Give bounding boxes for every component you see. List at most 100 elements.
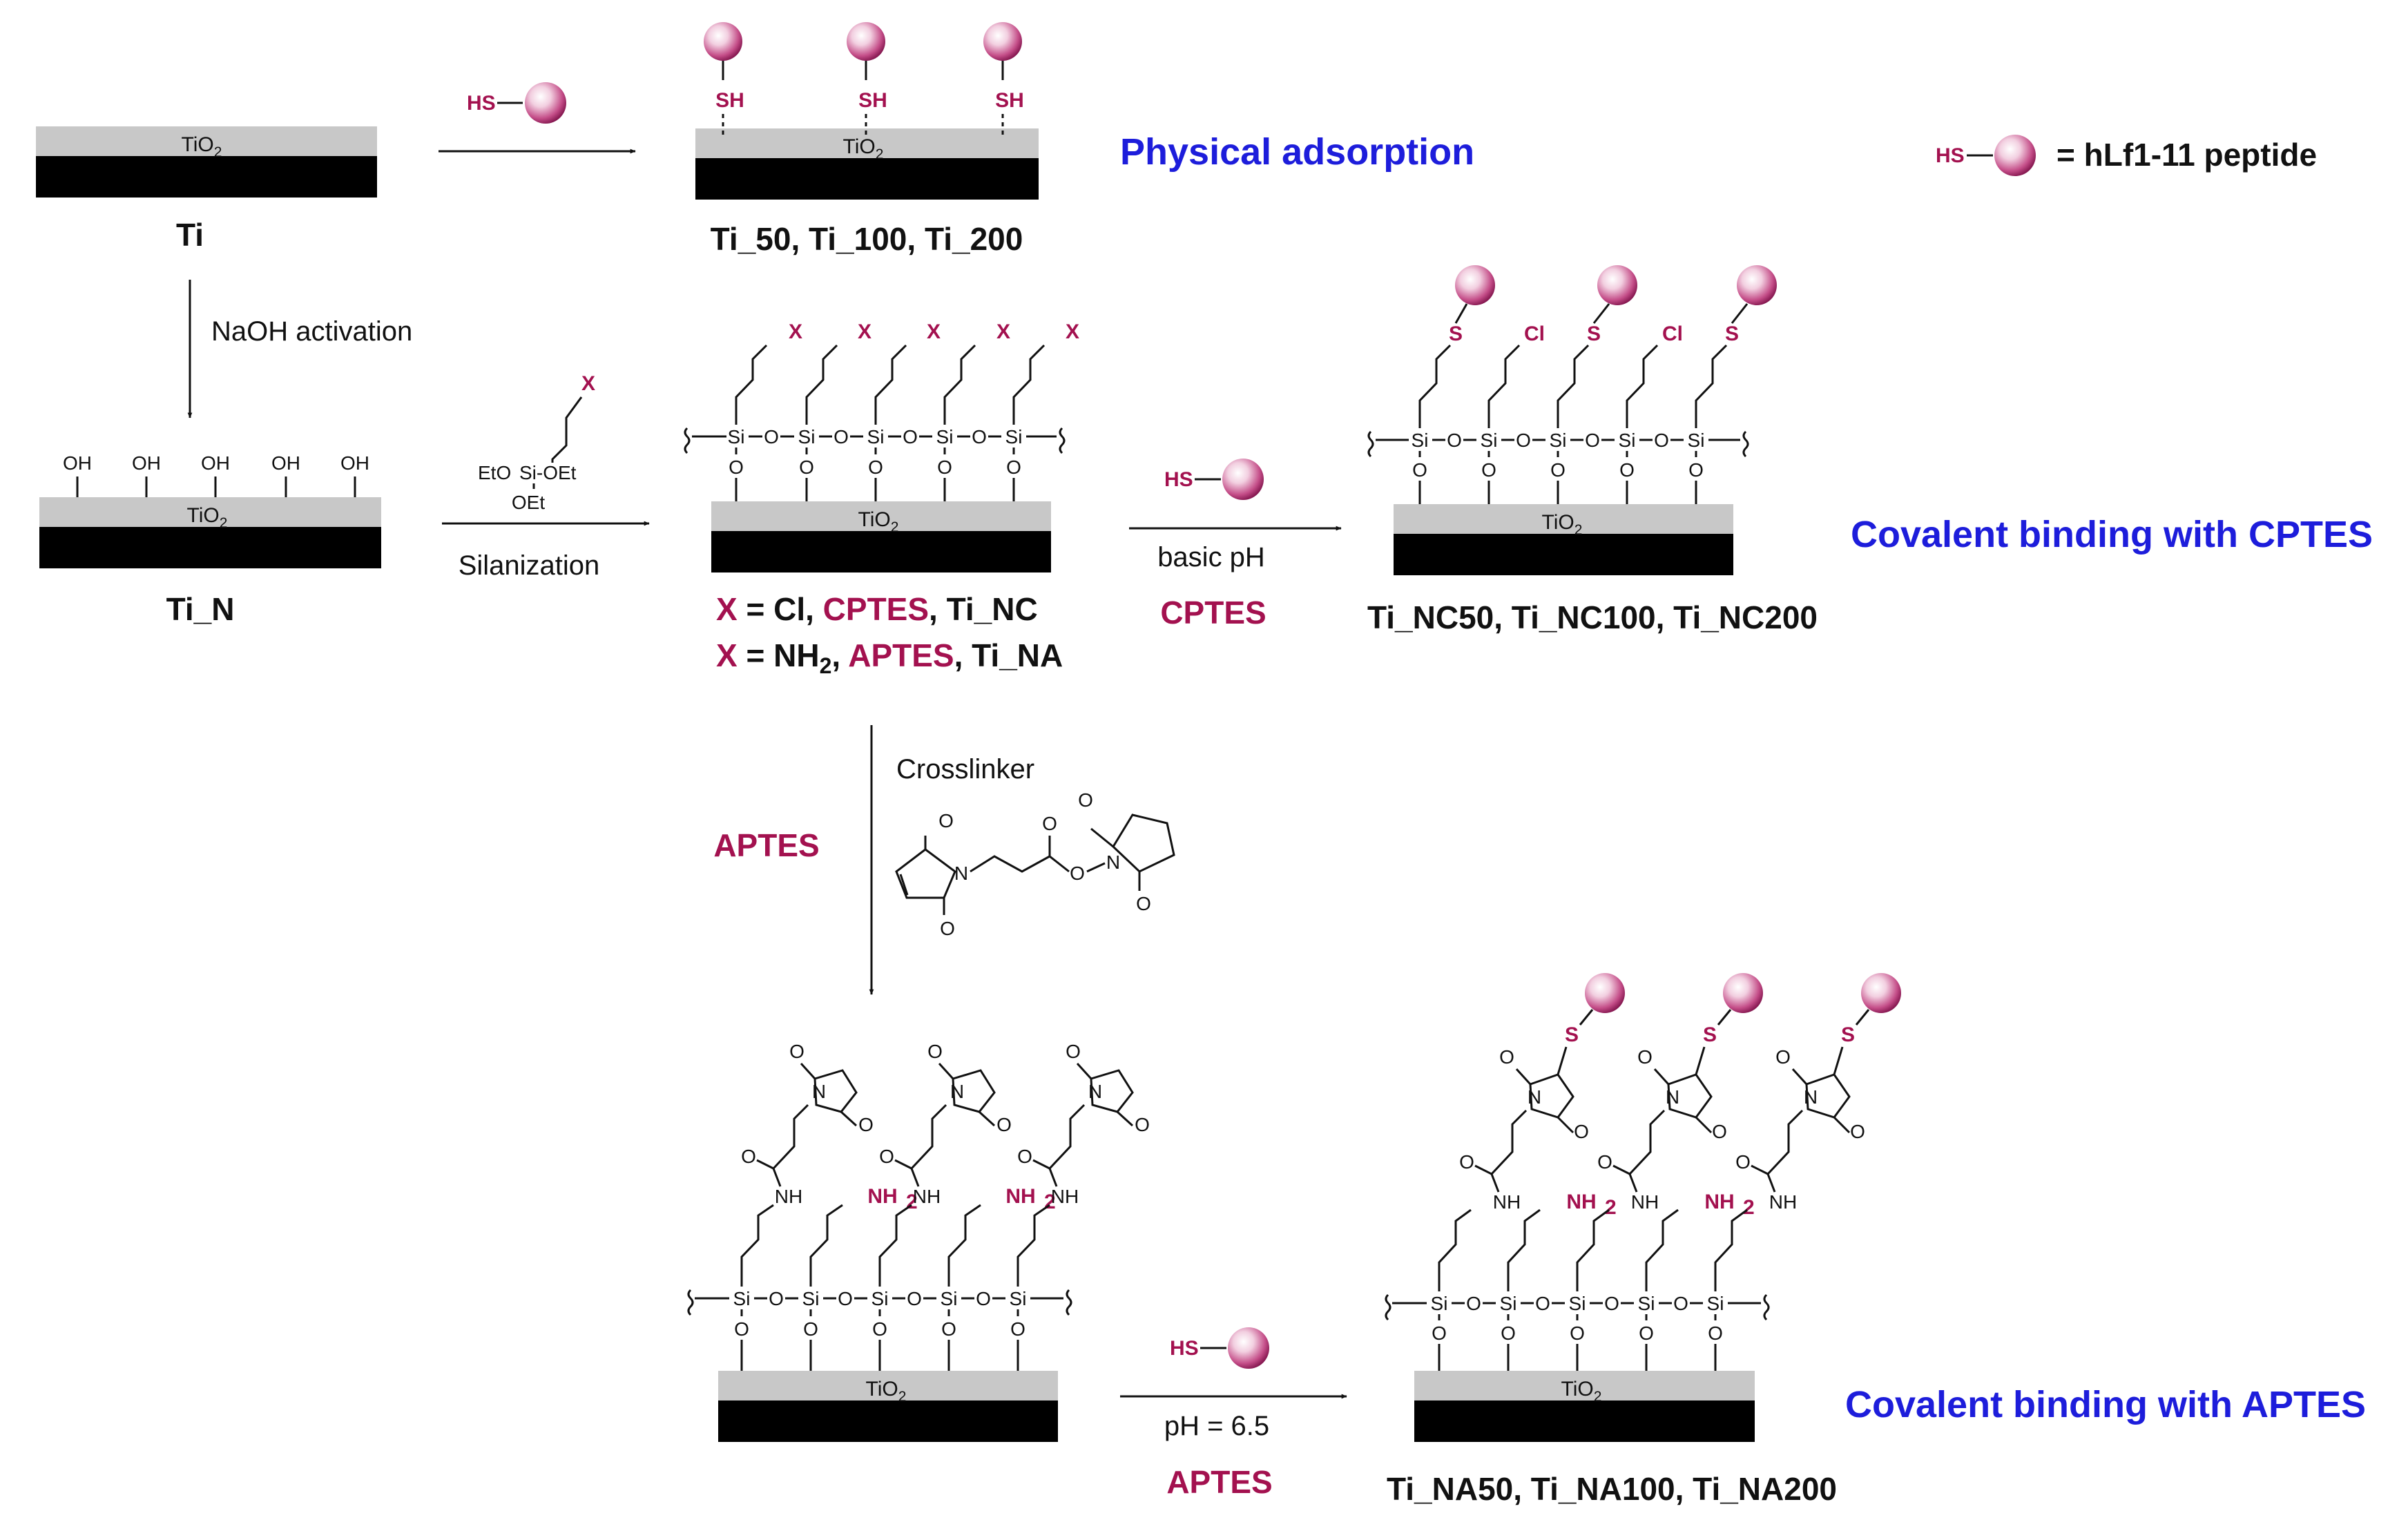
succinimide-peptide-unit-2: NH O N O O S (1597, 973, 1763, 1213)
x-nh2-label: X = NH2, APTES, Ti_NA (716, 637, 1063, 678)
svg-text:O: O (976, 1288, 991, 1309)
svg-text:O: O (1535, 1293, 1550, 1314)
physical-adsorption-title: Physical adsorption (1120, 131, 1474, 173)
svg-text:Si: Si (1005, 426, 1023, 447)
svg-text:O: O (872, 1318, 887, 1340)
cptes-product-surface: TiO2 (1394, 504, 1733, 575)
svg-text:O: O (1066, 1041, 1081, 1062)
svg-text:S: S (1587, 323, 1601, 345)
svg-text:HS: HS (1936, 144, 1965, 167)
svg-text:Si: Si (1431, 1293, 1448, 1314)
svg-text:O: O (858, 1114, 874, 1135)
svg-text:O: O (903, 426, 918, 447)
svg-text:O: O (789, 1041, 805, 1062)
svg-text:S: S (1565, 1023, 1579, 1046)
svg-text:O: O (1459, 1151, 1474, 1173)
tio2-label: TiO2 (858, 508, 899, 535)
anchor-oxygens: O O O O O (1432, 1314, 1723, 1371)
svg-text:OEt: OEt (512, 492, 545, 513)
svg-text:N: N (1666, 1086, 1679, 1108)
svg-text:O: O (938, 810, 954, 831)
svg-text:O: O (937, 456, 952, 478)
hs-peptide-reagent-2: HS (1164, 459, 1264, 500)
svg-text:HS: HS (467, 92, 496, 115)
svg-text:O: O (1412, 459, 1427, 481)
svg-text:NH: NH (867, 1185, 897, 1208)
svg-text:Si: Si (936, 426, 954, 447)
svg-text:NH: NH (775, 1186, 802, 1207)
physical-adsorption-surface: TiO2 (695, 128, 1039, 200)
svg-text:O: O (741, 1146, 756, 1167)
svg-text:O: O (868, 456, 883, 478)
svg-text:SH: SH (715, 89, 744, 112)
svg-text:O: O (1017, 1146, 1032, 1167)
physical-samples-label: Ti_50, Ti_100, Ti_200 (711, 221, 1023, 257)
svg-text:Si: Si (1010, 1288, 1027, 1309)
svg-text:Si: Si (941, 1288, 958, 1309)
svg-text:X: X (927, 320, 941, 343)
svg-text:O: O (1042, 813, 1057, 834)
svg-text:O: O (1735, 1151, 1751, 1173)
hs-peptide-reagent-3: HS (1170, 1327, 1269, 1369)
svg-text:NH: NH (1493, 1191, 1521, 1213)
svg-text:O: O (799, 456, 814, 478)
svg-text:Si: Si (1569, 1293, 1586, 1314)
svg-text:O: O (1712, 1121, 1727, 1142)
svg-text:O: O (1499, 1046, 1514, 1068)
svg-text:Si: Si (871, 1288, 889, 1309)
basic-ph-label: basic pH (1157, 542, 1265, 572)
succinimide-peptide-unit-1: NH O N O O S (1459, 973, 1625, 1213)
svg-text:O: O (1637, 1046, 1653, 1068)
ti-substrate: TiO2 (36, 126, 377, 198)
aptes-branch-label: APTES (713, 827, 819, 863)
svg-text:X: X (858, 320, 871, 343)
ti-label: Ti (176, 217, 204, 253)
svg-text:Si: Si (1412, 430, 1429, 451)
svg-text:OH: OH (340, 452, 369, 474)
svg-text:Si: Si (1638, 1293, 1655, 1314)
maleimide-unit-3: NH O N O O (1017, 1041, 1150, 1207)
siloxane-chain-cptes: Si O Si O Si O Si O Si O O O O O S Cl S (1367, 265, 1777, 504)
svg-text:O: O (1775, 1046, 1791, 1068)
svg-text:O: O (1604, 1293, 1619, 1314)
tio2-label: TiO2 (843, 135, 884, 162)
svg-text:OH: OH (63, 452, 92, 474)
svg-text:O: O (1850, 1121, 1865, 1142)
svg-text:O: O (1597, 1151, 1612, 1173)
svg-text:S: S (1841, 1023, 1855, 1046)
svg-text:O: O (1501, 1322, 1516, 1344)
svg-text:O: O (803, 1318, 818, 1340)
svg-text:N: N (812, 1081, 826, 1102)
tio2-label: TiO2 (1542, 511, 1583, 538)
svg-text:O: O (1688, 459, 1704, 481)
svg-text:Si: Si (1550, 430, 1567, 451)
svg-text:N: N (1804, 1086, 1818, 1108)
svg-text:S: S (1703, 1023, 1717, 1046)
svg-text:S: S (1725, 323, 1739, 345)
svg-text:NH: NH (1051, 1186, 1079, 1207)
tio2-label: TiO2 (182, 133, 222, 160)
legend-text: = hLf1-11 peptide (2057, 137, 2317, 173)
ti-n-surface: TiO2 (39, 497, 381, 568)
svg-text:O: O (1654, 430, 1669, 451)
silanization-label: Silanization (459, 550, 600, 581)
svg-text:Si: Si (1707, 1293, 1724, 1314)
svg-text:O: O (1585, 430, 1600, 451)
svg-text:O: O (734, 1318, 749, 1340)
svg-text:O: O (1516, 430, 1531, 451)
svg-text:X: X (996, 320, 1010, 343)
svg-text:2: 2 (1743, 1196, 1755, 1219)
maleimide-unit-2: NH O N O O (879, 1041, 1012, 1207)
ph-65-label: pH = 6.5 (1164, 1411, 1269, 1441)
svg-text:O: O (1136, 893, 1151, 914)
svg-text:O: O (1070, 863, 1085, 884)
svg-text:Si: Si (867, 426, 885, 447)
svg-text:HS: HS (1164, 468, 1193, 491)
svg-text:NH: NH (913, 1186, 941, 1207)
svg-text:EtO: EtO (478, 462, 511, 483)
aptes-condition-label: APTES (1166, 1464, 1272, 1500)
svg-text:Si: Si (798, 426, 816, 447)
svg-text:O: O (1639, 1322, 1654, 1344)
svg-text:O: O (729, 456, 744, 478)
